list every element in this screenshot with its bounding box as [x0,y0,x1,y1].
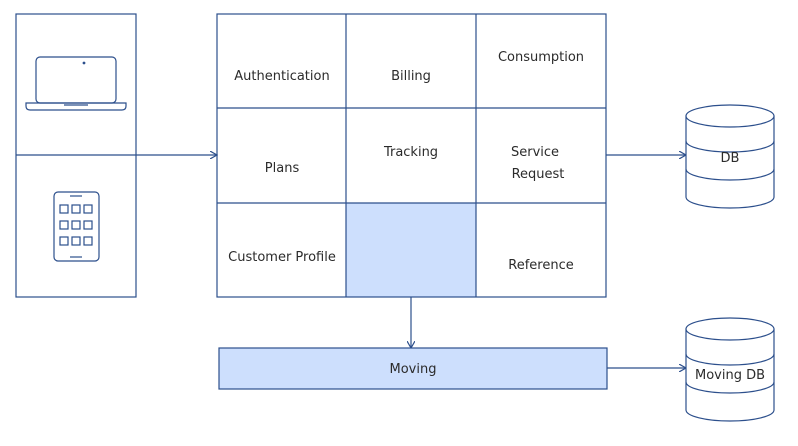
module-grid: Authentication Billing Consumption Plans… [216,13,607,298]
module-reference: Reference [508,258,573,273]
module-authentication: Authentication [234,69,329,84]
module-service-request-line2: Request [512,167,565,182]
moving-box: Moving [218,347,608,390]
module-billing: Billing [391,69,431,84]
module-service-request-line1: Service [511,145,559,160]
highlighted-empty-cell [346,203,476,297]
module-customer-profile: Customer Profile [228,250,336,265]
moving-label: Moving [390,362,437,377]
module-plans: Plans [265,161,300,176]
db-label: DB [721,151,740,166]
module-consumption: Consumption [498,50,584,65]
module-tracking: Tracking [383,145,438,160]
moving-db-label: Moving DB [695,368,765,383]
tablet-icon [53,191,100,262]
db-cylinder-icon [685,104,775,209]
moving-db-cylinder-icon [685,317,775,422]
laptop-icon [25,56,127,111]
